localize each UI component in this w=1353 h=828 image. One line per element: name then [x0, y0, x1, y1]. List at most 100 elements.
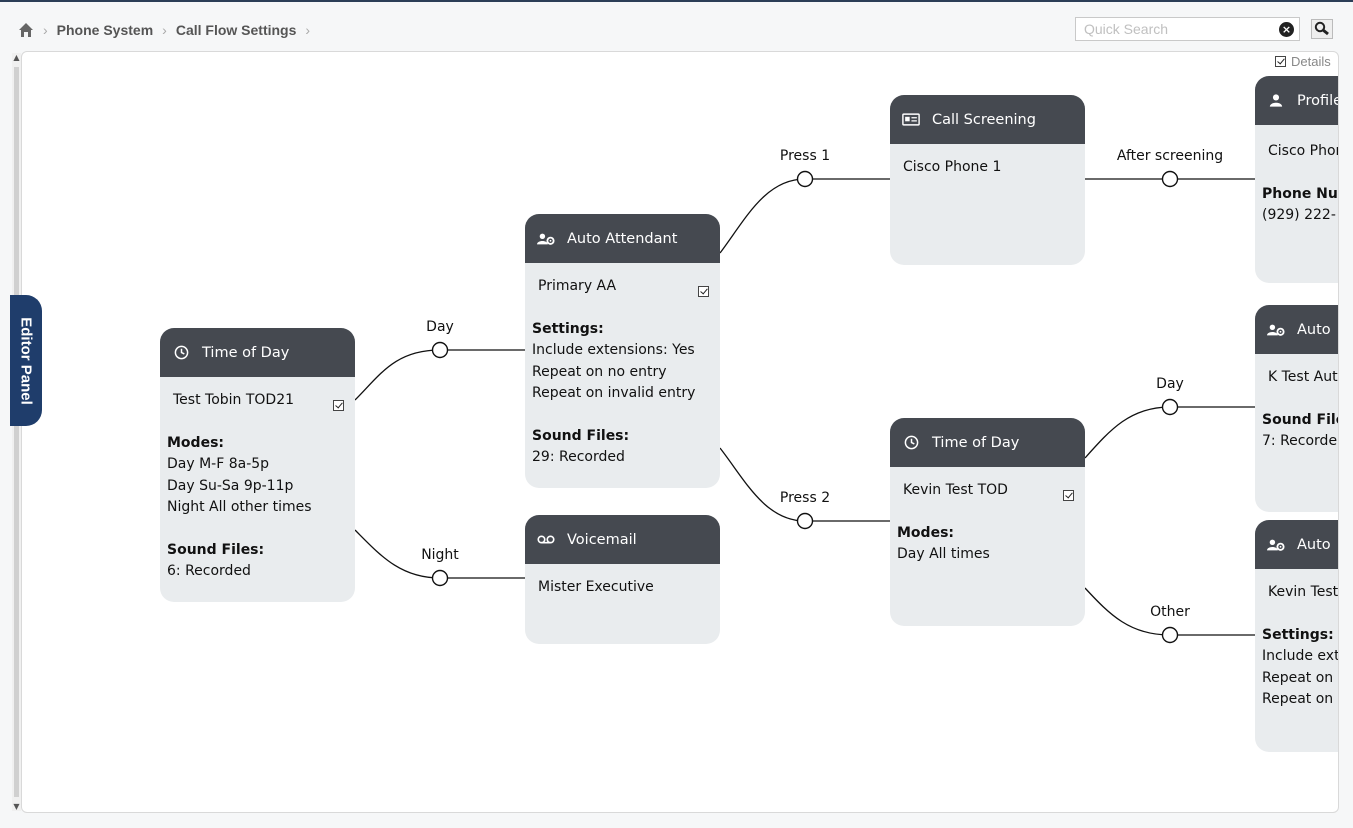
user-icon [1267, 92, 1285, 110]
edge-handle [431, 569, 449, 587]
node-title: Time of Day [932, 434, 1020, 451]
editor-panel-tab[interactable]: Editor Panel [10, 295, 42, 426]
node-name: Mister Executive [538, 579, 654, 595]
phone-number-value: (929) 222- [1262, 207, 1336, 223]
node-name: Cisco Phon [1268, 143, 1338, 159]
node-title: Auto Attendant [567, 230, 678, 247]
sound-file-value: 29: Recorded [532, 449, 625, 465]
settings-label: Settings: [1262, 626, 1334, 643]
edge-handle [1161, 398, 1179, 416]
edge-handle [431, 341, 449, 359]
chevron-right-icon: › [305, 22, 311, 38]
search-icon [1314, 21, 1329, 36]
edge-handle [796, 512, 814, 530]
edge-label-day: Day [1156, 376, 1184, 392]
users-gear-icon [537, 230, 555, 248]
sound-file-value: 7: Recorde [1262, 433, 1338, 449]
settings-label: Settings: [532, 320, 604, 337]
node-header[interactable]: Voicemail [525, 515, 720, 564]
sound-files-label: Sound Files: [167, 541, 265, 558]
node-name: Primary AA [538, 278, 617, 294]
node-name: K Test Aut [1268, 369, 1338, 385]
node-title: Time of Day [202, 344, 290, 361]
node-time-of-day[interactable]: Time of Day Kevin Test TOD Modes: Day Al… [890, 418, 1085, 626]
breadcrumb-call-flow-settings[interactable]: Call Flow Settings [175, 22, 297, 38]
node-title: Auto [1297, 536, 1331, 553]
quick-search-box: × [1075, 17, 1300, 41]
node-header[interactable]: Profile [1255, 76, 1338, 125]
mode-item: Night All other times [167, 499, 312, 515]
node-header[interactable]: Auto Attendant [525, 214, 720, 263]
details-toggle[interactable]: Details [1275, 54, 1331, 69]
edge-day-1 [354, 349, 525, 401]
edge-label-after-screening: After screening [1116, 148, 1224, 164]
id-card-icon [902, 111, 920, 129]
node-profile[interactable]: Profile Cisco Phon Phone Nu (929) 222- [1255, 76, 1338, 283]
node-title: Profile [1297, 92, 1338, 109]
scroll-down-arrow-icon[interactable]: ▼ [13, 802, 20, 811]
modes-label: Modes: [897, 524, 954, 541]
node-checkbox[interactable] [1063, 490, 1074, 501]
breadcrumb: › Phone System › Call Flow Settings › [18, 20, 319, 40]
setting-item: Repeat on [1262, 691, 1334, 707]
edge-label-night: Night [421, 547, 459, 563]
vertical-scrollbar[interactable]: ▲ ▼ [12, 53, 21, 811]
mode-item: Day Su-Sa 9p-11p [167, 477, 294, 494]
node-header[interactable]: Call Screening [890, 95, 1085, 144]
edge-label-other: Other [1150, 604, 1190, 620]
edge-label-day: Day [426, 319, 454, 335]
sound-files-label: Sound Files: [532, 427, 630, 444]
edge-handle [796, 170, 814, 188]
node-header[interactable]: Time of Day [890, 418, 1085, 467]
node-title: Call Screening [932, 111, 1036, 128]
node-checkbox[interactable] [333, 400, 344, 411]
node-time-of-day[interactable]: Time of Day Test Tobin TOD21 Modes: Day … [160, 328, 355, 602]
node-checkbox[interactable] [698, 286, 709, 297]
voicemail-icon [537, 531, 555, 549]
clock-icon [902, 434, 920, 452]
sound-files-label: Sound File [1262, 411, 1338, 428]
node-header[interactable]: Auto [1255, 305, 1338, 354]
node-auto-attendant[interactable]: Auto Kevin Test Settings: Include ext Re… [1255, 520, 1338, 752]
node-auto-attendant[interactable]: Auto K Test Aut Sound File 7: Recorde [1255, 305, 1338, 512]
quick-search-input[interactable] [1076, 18, 1287, 40]
mode-item: Day M-F 8a-5p [167, 456, 270, 472]
edge-press-1 [719, 178, 890, 254]
users-gear-icon [1267, 321, 1285, 339]
scrollbar-thumb[interactable] [14, 67, 19, 797]
edge-day-2 [1084, 406, 1255, 459]
edge-handle [1161, 170, 1179, 188]
edge-label-press-2: Press 2 [779, 490, 831, 506]
node-title: Auto [1297, 321, 1331, 338]
setting-item: Include extensions: Yes [532, 342, 695, 358]
chevron-right-icon: › [162, 22, 167, 38]
edge-label-press-1: Press 1 [779, 148, 831, 164]
setting-item: Repeat on no entry [532, 363, 667, 380]
home-icon[interactable] [18, 22, 34, 38]
node-header[interactable]: Auto [1255, 520, 1338, 569]
phone-number-label: Phone Nu [1262, 185, 1338, 202]
clear-search-icon[interactable]: × [1279, 22, 1294, 37]
setting-item: Repeat on [1262, 669, 1334, 686]
mode-item: Day All times [897, 546, 990, 562]
setting-item: Repeat on invalid entry [532, 385, 696, 401]
node-voicemail[interactable]: Voicemail Mister Executive [525, 515, 720, 644]
sound-file-value: 6: Recorded [167, 563, 251, 579]
node-call-screening[interactable]: Call Screening Cisco Phone 1 [890, 95, 1085, 265]
breadcrumb-phone-system[interactable]: Phone System [56, 22, 154, 38]
node-header[interactable]: Time of Day [160, 328, 355, 377]
node-name: Kevin Test TOD [903, 482, 1008, 498]
edge-handle [1161, 626, 1179, 644]
users-gear-icon [1267, 536, 1285, 554]
details-checkbox[interactable] [1275, 56, 1286, 67]
edge-press-2 [719, 447, 890, 522]
top-accent-bar [0, 0, 1353, 2]
setting-item: Include ext [1262, 648, 1338, 664]
search-button[interactable] [1311, 19, 1333, 39]
scroll-up-arrow-icon[interactable]: ▲ [13, 53, 20, 62]
node-auto-attendant[interactable]: Auto Attendant Primary AA Settings: Incl… [525, 214, 720, 488]
details-label: Details [1291, 54, 1331, 69]
clock-icon [172, 344, 190, 362]
node-name: Cisco Phone 1 [903, 159, 1002, 175]
